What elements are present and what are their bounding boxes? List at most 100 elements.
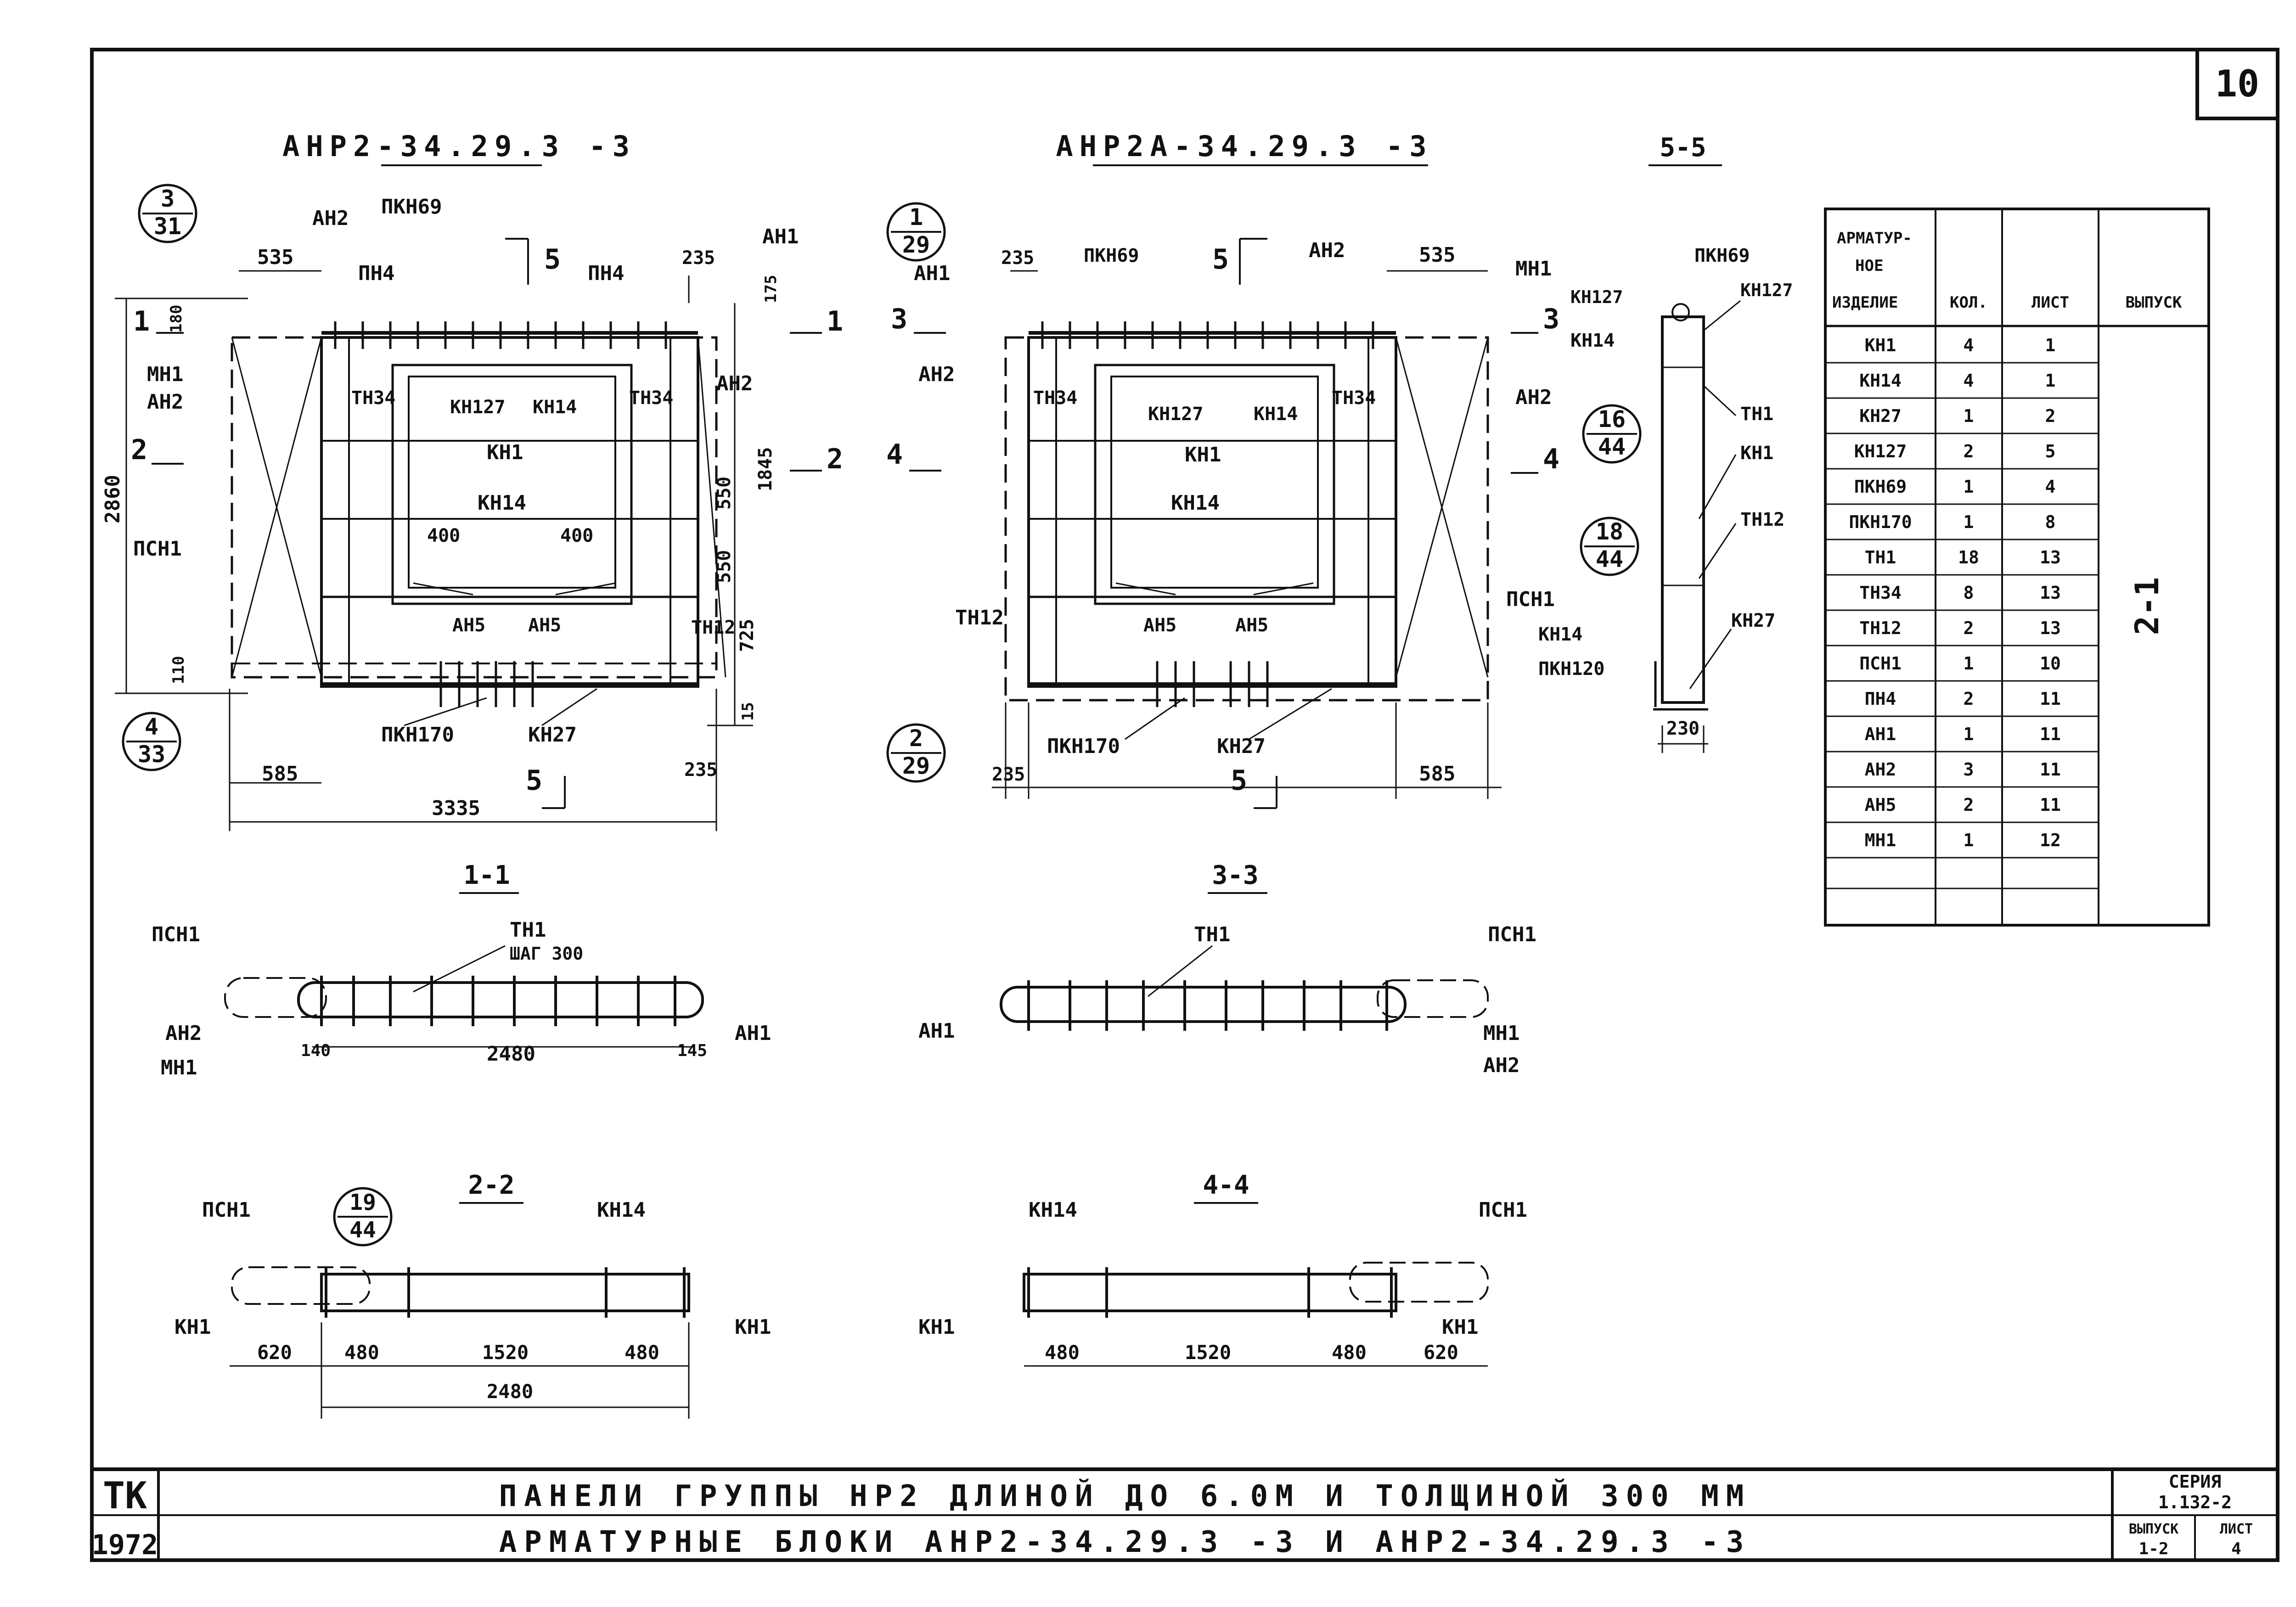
s33-label-mn1: МН1 bbox=[1483, 1022, 1519, 1045]
mid-ref-top-num: 1 bbox=[909, 204, 923, 230]
left-dim-175: 175 bbox=[762, 275, 780, 303]
mid-cut-4-right: 4 bbox=[1543, 443, 1559, 475]
table-cell: 1 bbox=[2045, 335, 2056, 355]
table-cell: 1 bbox=[1964, 406, 1974, 426]
table-cell: 13 bbox=[2040, 583, 2061, 603]
s55-label-kn127-a: КН127 bbox=[1570, 287, 1623, 307]
s11-label-an1: АН1 bbox=[735, 1022, 771, 1045]
s44-dim-480b: 480 bbox=[1332, 1341, 1367, 1364]
s55-ref-a-num: 16 bbox=[1598, 406, 1626, 433]
left-view: АНР2-34.29.3 -3 bbox=[101, 129, 843, 831]
mid-label-kn127: КН127 bbox=[1148, 404, 1203, 425]
table-cell: ПКН170 bbox=[1849, 512, 1912, 532]
s55-label-kn127-b: КН127 bbox=[1740, 280, 1793, 300]
s11-label-mn1: МН1 bbox=[161, 1056, 197, 1079]
mid-label-an1: АН1 bbox=[914, 262, 950, 285]
left-dim-550a: 550 bbox=[714, 477, 735, 510]
s55-label-kn14-b: КН14 bbox=[1538, 624, 1582, 645]
table-cell: КН27 bbox=[1859, 406, 1902, 426]
mid-label-an2-right: АН2 bbox=[1515, 386, 1552, 409]
left-label-kn14: КН14 bbox=[533, 397, 577, 418]
s11-dim-140: 140 bbox=[301, 1041, 331, 1060]
table-cell: АН1 bbox=[1865, 724, 1896, 744]
table-cell: 10 bbox=[2040, 653, 2061, 674]
mid-dim-585: 585 bbox=[1419, 762, 1455, 786]
sheet-number: 10 bbox=[2215, 62, 2259, 105]
left-dim-235: 235 bbox=[682, 247, 715, 269]
middle-view-title: АНР2А-34.29.3 -3 bbox=[1056, 129, 1433, 163]
left-dim-3335: 3335 bbox=[432, 797, 480, 820]
table-cell: 13 bbox=[2040, 618, 2061, 638]
table-cell: 1 bbox=[1964, 724, 1974, 744]
s55-label-pkn69: ПКН69 bbox=[1694, 245, 1750, 266]
table-cell: 2 bbox=[2045, 406, 2056, 426]
table-cell: 1 bbox=[2045, 371, 2056, 391]
table-cell: 1 bbox=[1964, 477, 1974, 497]
s22-ref-den: 44 bbox=[349, 1217, 376, 1243]
table-cell: 2 bbox=[1964, 618, 1974, 638]
s22-label-kn1-a: КН1 bbox=[174, 1315, 211, 1339]
s55-dim-230: 230 bbox=[1666, 718, 1699, 739]
section-3-3: 3-3 ТН1 ПСН1 АН1 МН1 АН2 bbox=[918, 860, 1536, 1077]
left-dim-1845: 1845 bbox=[755, 447, 776, 491]
cut-2-left: 2 bbox=[131, 434, 147, 466]
title-sheet: 4 bbox=[2231, 1540, 2241, 1558]
s22-title: 2-2 bbox=[468, 1170, 514, 1200]
sheet-number-box bbox=[2195, 48, 2279, 120]
title-line-1: ПАНЕЛИ ГРУППЫ НР2 ДЛИНОЙ ДО 6.0М И ТОЛЩИ… bbox=[499, 1478, 1751, 1513]
cut-2-right: 2 bbox=[827, 443, 843, 475]
table-cell: ТН1 bbox=[1865, 547, 1896, 568]
left-label-an5-a: АН5 bbox=[452, 615, 485, 636]
s55-label-kn1: КН1 bbox=[1740, 443, 1773, 464]
table-cell: АН5 bbox=[1865, 795, 1896, 815]
s11-dim-145: 145 bbox=[677, 1041, 707, 1060]
left-view-title: АНР2-34.29.3 -3 bbox=[282, 129, 636, 163]
left-label-tn34-a: ТН34 bbox=[351, 388, 395, 409]
title-issue-label: ВЫПУСК bbox=[2129, 1521, 2178, 1537]
left-dim-180: 180 bbox=[167, 305, 186, 333]
left-dim-15: 15 bbox=[739, 702, 757, 721]
table-header-sheet: ЛИСТ bbox=[2032, 293, 2069, 312]
cut-5-top: 5 bbox=[544, 243, 561, 275]
left-ref-top-den: 31 bbox=[154, 213, 181, 240]
mid-label-an2-top: АН2 bbox=[1309, 239, 1345, 262]
left-label-kn127: КН127 bbox=[450, 397, 505, 418]
left-label-pn4-a: ПН4 bbox=[358, 262, 394, 285]
mid-label-psn1: ПСН1 bbox=[1506, 588, 1555, 611]
mid-label-an5-b: АН5 bbox=[1235, 615, 1268, 636]
s44-label-kn1-b: КН1 bbox=[1442, 1315, 1478, 1339]
table-cell: 3 bbox=[1964, 759, 1974, 780]
s22-label-kn1-b: КН1 bbox=[735, 1315, 771, 1339]
table-cell: 1 bbox=[1964, 830, 1974, 850]
mid-label-kn14-b: КН14 bbox=[1171, 491, 1220, 515]
left-label-an2-mid: АН2 bbox=[147, 390, 183, 414]
table-cell: 4 bbox=[2045, 477, 2056, 497]
s33-title: 3-3 bbox=[1212, 860, 1258, 890]
title-issue: 1-2 bbox=[2138, 1540, 2168, 1558]
title-org: ТК bbox=[103, 1474, 147, 1517]
section-5-5: 5-5 230 16 44 18 44 ПКН69 КН127 КН127 КН… bbox=[1538, 133, 1793, 753]
table-cell: 1 bbox=[1964, 512, 1974, 532]
left-label-pkn69: ПКН69 bbox=[381, 195, 442, 219]
table-cell: ПСН1 bbox=[1859, 653, 1902, 674]
cut-1-right: 1 bbox=[827, 305, 843, 337]
table-cell: КН127 bbox=[1854, 441, 1907, 461]
s22-label-kn14: КН14 bbox=[597, 1198, 646, 1222]
left-label-pkn170: ПКН170 bbox=[381, 723, 454, 747]
s44-label-kn1-a: КН1 bbox=[918, 1315, 955, 1339]
mid-label-kn1: КН1 bbox=[1185, 443, 1221, 466]
s22-dim-480b: 480 bbox=[625, 1341, 659, 1364]
mid-label-kn27: КН27 bbox=[1217, 735, 1266, 758]
table-cell: 12 bbox=[2040, 830, 2061, 850]
left-dim-235b: 235 bbox=[684, 759, 717, 781]
mid-ref-bot-den: 29 bbox=[902, 753, 930, 779]
s11-dim-2480: 2480 bbox=[487, 1042, 535, 1066]
table-cell: 11 bbox=[2040, 795, 2061, 815]
table-cell: АН2 bbox=[1865, 759, 1896, 780]
left-dim-400a: 400 bbox=[427, 525, 460, 546]
left-label-kn1: КН1 bbox=[487, 441, 523, 464]
s44-dim-480a: 480 bbox=[1045, 1341, 1080, 1364]
mid-label-pkn69: ПКН69 bbox=[1084, 245, 1139, 266]
s55-ref-b-num: 18 bbox=[1596, 518, 1623, 545]
left-dim-585: 585 bbox=[262, 762, 298, 786]
